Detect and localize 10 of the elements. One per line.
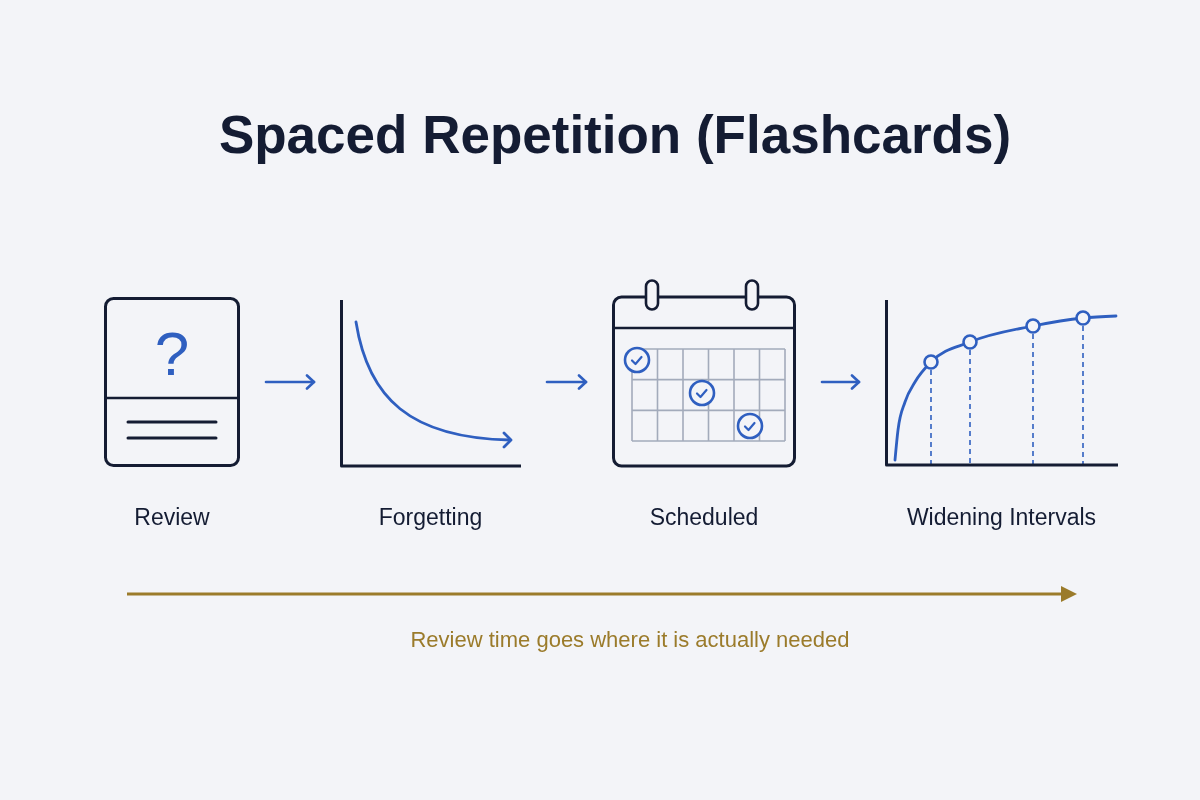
- question-mark: ?: [154, 323, 190, 385]
- arrow: [264, 374, 316, 390]
- title: Spaced Repetition (Flashcards): [218, 104, 1012, 166]
- arrow: [820, 374, 861, 390]
- step-label: Widening Intervals: [906, 503, 1097, 531]
- arrow: [545, 374, 588, 390]
- step-label: Review: [134, 503, 210, 531]
- step-label: Forgetting: [378, 503, 483, 531]
- caption: Review time goes where it is actually needed: [410, 627, 850, 652]
- step-label: Scheduled: [649, 503, 759, 531]
